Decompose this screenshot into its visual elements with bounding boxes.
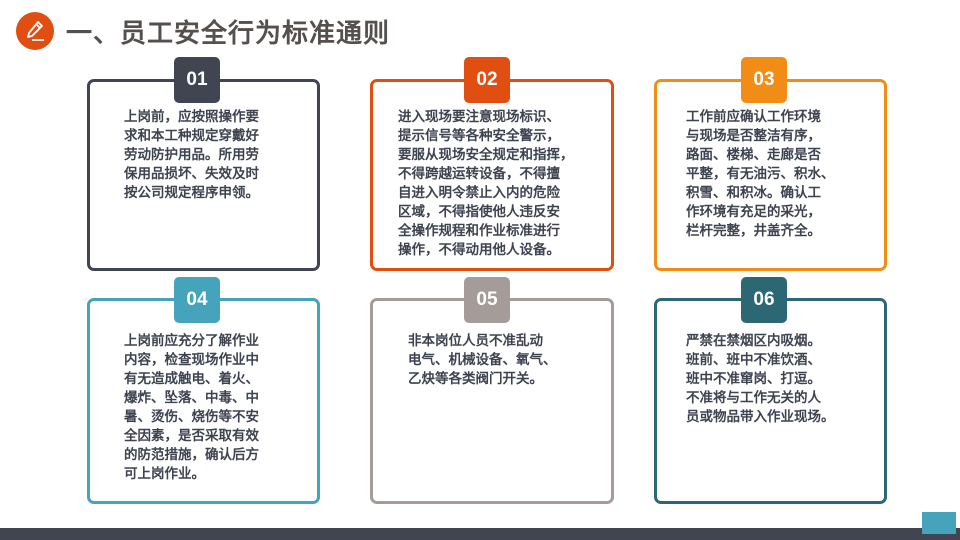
rule-card-05 bbox=[370, 298, 614, 504]
card-number-badge-06: 06 bbox=[741, 277, 787, 323]
card-number-badge-03: 03 bbox=[741, 57, 787, 103]
footer-bar bbox=[0, 528, 960, 540]
card-text-06: 严禁在禁烟区内吸烟。 班前、班中不准饮酒、 班中不准窜岗、打逗。 不准将与工作无… bbox=[686, 333, 835, 425]
card-number-badge-02: 02 bbox=[464, 57, 510, 103]
card-text-04: 上岗前应充分了解作业 内容，检查现场作业中 有无造成触电、着火、 爆炸、坠落、中… bbox=[124, 333, 259, 482]
rule-card-02 bbox=[370, 79, 614, 271]
rule-card-06 bbox=[654, 298, 887, 504]
card-text-01: 上岗前，应按照操作要 求和本工种规定穿戴好 劳动防护用品。所用劳 保用品损坏、失… bbox=[124, 109, 259, 201]
card-text-05: 非本岗位人员不准乱动 电气、机械设备、氧气、 乙炔等各类阀门开关。 bbox=[408, 333, 557, 387]
slide-header: 一、员工安全行为标准通则 bbox=[16, 12, 390, 50]
card-text-03: 工作前应确认工作环境 与现场是否整洁有序， 路面、楼梯、走廊是否 平整，有无油污… bbox=[686, 109, 835, 239]
pencil-icon bbox=[16, 12, 54, 50]
page-title: 一、员工安全行为标准通则 bbox=[66, 18, 391, 49]
card-number-badge-05: 05 bbox=[464, 277, 510, 323]
footer-corner-accent bbox=[922, 512, 956, 534]
card-number-badge-01: 01 bbox=[174, 57, 220, 103]
card-number-badge-04: 04 bbox=[174, 277, 220, 323]
card-text-02: 进入现场要注意现场标识、 提示信号等各种安全警示， 要服从现场安全规定和指挥， … bbox=[398, 109, 574, 258]
